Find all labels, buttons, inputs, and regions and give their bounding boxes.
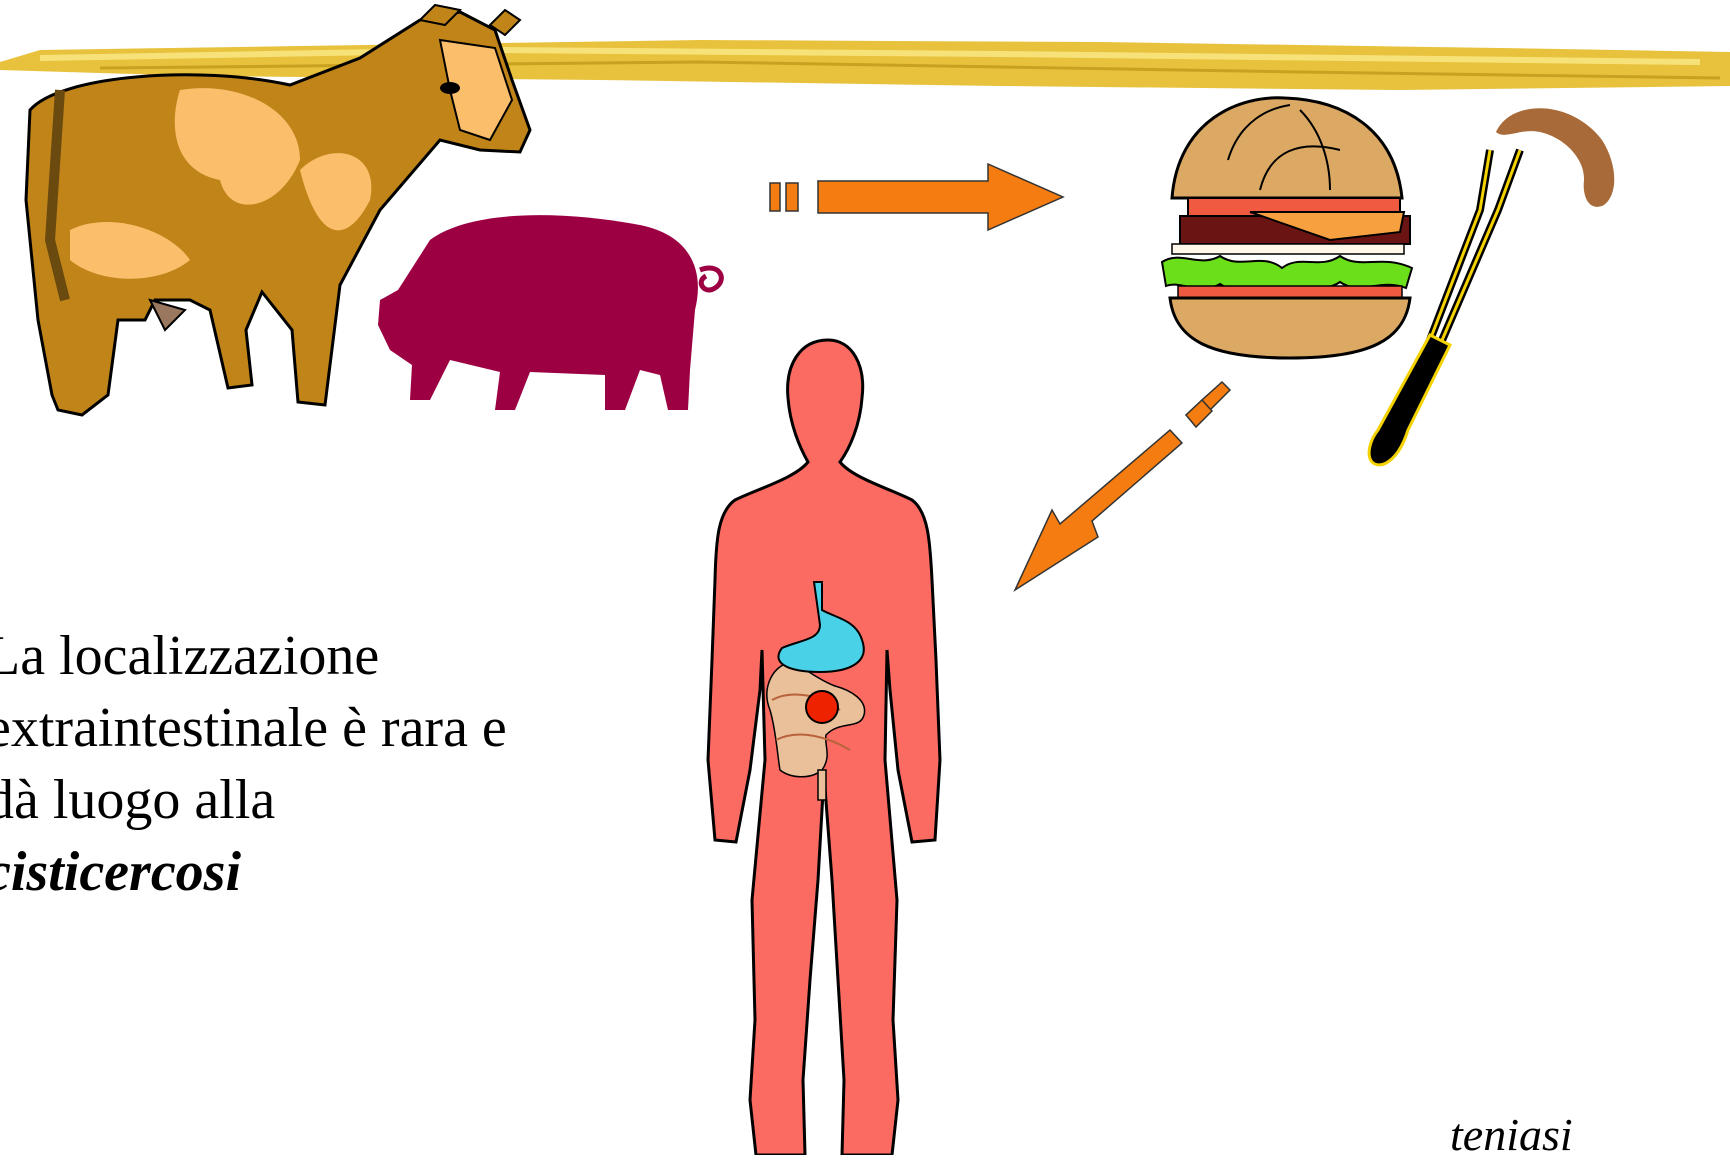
description-text: La localizzazione extraintestinale è rar…	[0, 620, 507, 908]
arrow-to-human	[1015, 382, 1230, 590]
footer-label: teniasi	[1450, 1108, 1573, 1161]
emphasis-term: cisticercosi	[0, 836, 507, 908]
description-line-1: La localizzazione	[0, 620, 507, 692]
hamburger-icon	[1162, 98, 1412, 358]
pig-icon	[378, 215, 721, 410]
description-line-2: extraintestinale è rara e	[0, 692, 507, 764]
description-line-3: dà luogo alla	[0, 764, 507, 836]
arrow-to-food	[770, 164, 1063, 230]
